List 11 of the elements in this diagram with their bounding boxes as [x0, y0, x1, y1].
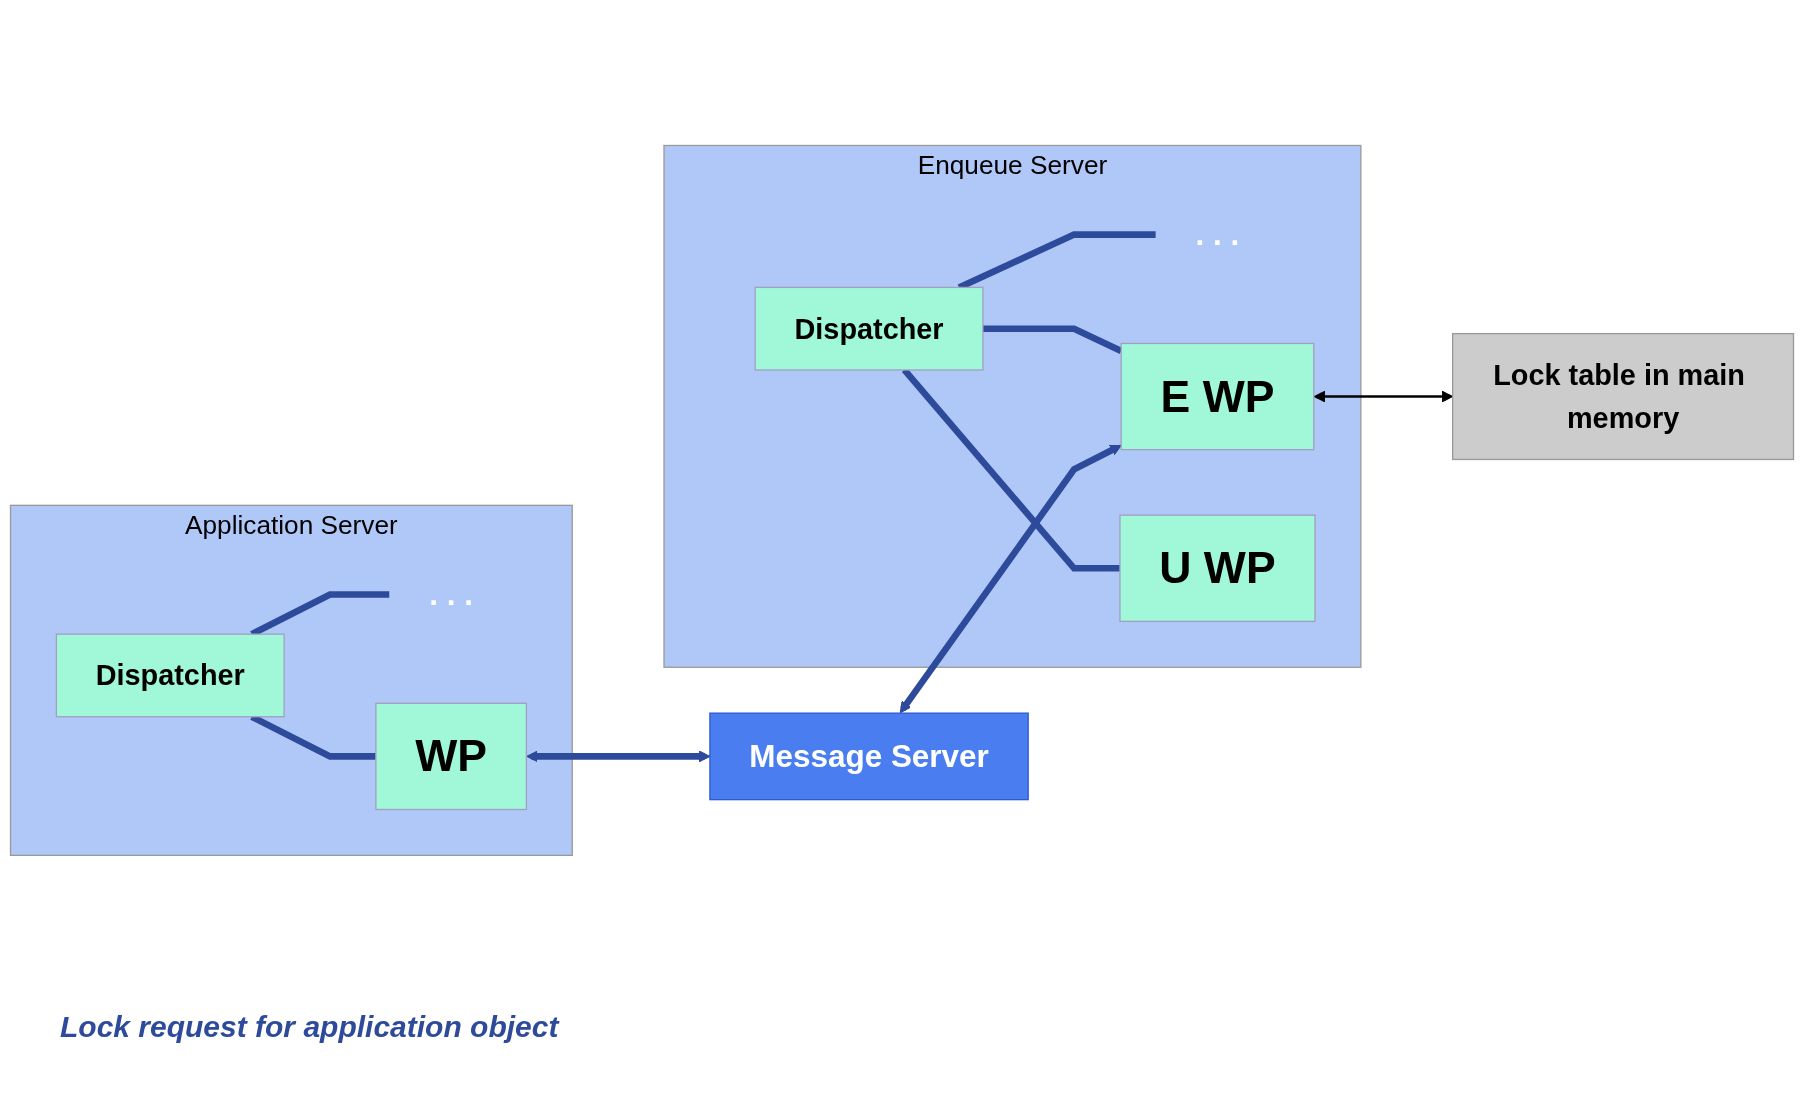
node-text: . . .: [429, 575, 473, 612]
node-box: E WP: [1120, 342, 1315, 450]
node-box: U WP: [1119, 514, 1316, 622]
node-box: Message Server: [709, 712, 1029, 800]
node-box: WP: [375, 702, 527, 810]
node-box: Dispatcher: [754, 286, 984, 371]
arrow: [899, 444, 1122, 713]
node-box: Dispatcher: [55, 633, 285, 717]
node-text: . . .: [1195, 215, 1240, 252]
node-box: Lock table in main memory: [1452, 332, 1795, 460]
note-text: Lock request for application object: [60, 1010, 559, 1044]
